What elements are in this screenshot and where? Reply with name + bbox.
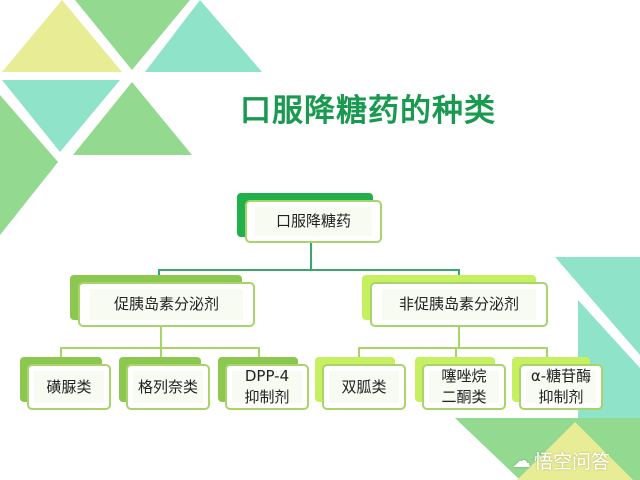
leaf-label: DPP-4 抑制剂 xyxy=(244,367,290,406)
leaf-node: 磺脲类 xyxy=(27,364,111,410)
triangle xyxy=(517,422,633,480)
leaf-label: 格列奈类 xyxy=(137,377,198,396)
page-title: 口服降糖药的种类 xyxy=(240,93,496,129)
connector xyxy=(258,347,260,365)
leaf-node: 噻唑烷 二酮类 xyxy=(422,364,506,410)
connector xyxy=(546,347,548,365)
branch-node-secretagogue: 促胰岛素分泌剂 xyxy=(78,282,255,327)
branch-node-non-secretagogue: 非促胰岛素分泌剂 xyxy=(370,282,548,327)
root-label: 口服降糖药 xyxy=(275,212,351,230)
triangle xyxy=(555,257,640,355)
leaf-node: α-糖苷酶 抑制剂 xyxy=(519,364,603,410)
triangle xyxy=(0,95,58,235)
connector xyxy=(160,347,162,365)
connector xyxy=(310,242,312,270)
leaf-label: 磺脲类 xyxy=(46,377,92,396)
leaf-node: DPP-4 抑制剂 xyxy=(225,364,309,410)
leaf-node: 双胍类 xyxy=(322,364,406,410)
connector xyxy=(358,347,360,365)
triangle xyxy=(73,82,192,155)
leaf-label: 双胍类 xyxy=(341,377,387,396)
connector xyxy=(458,327,460,349)
logo-icon: ☁ xyxy=(512,449,531,472)
branch-label: 促胰岛素分泌剂 xyxy=(113,295,219,313)
connector xyxy=(160,327,162,349)
connector xyxy=(60,347,62,365)
triangle xyxy=(75,0,190,70)
leaf-node: 格列奈类 xyxy=(126,364,210,410)
leaf-label: α-糖苷酶 抑制剂 xyxy=(530,367,592,406)
branch-label: 非促胰岛素分泌剂 xyxy=(398,295,519,313)
leaf-label: 噻唑烷 二酮类 xyxy=(441,367,487,406)
connector xyxy=(455,347,457,365)
watermark-text: 悟空问答 xyxy=(534,451,611,473)
triangle xyxy=(2,80,120,152)
root-node: 口服降糖药 xyxy=(245,200,382,243)
connector xyxy=(358,347,548,349)
triangle xyxy=(145,0,262,72)
watermark: ☁ 悟空问答 xyxy=(512,447,610,474)
connector xyxy=(158,269,460,271)
triangle xyxy=(2,0,122,72)
